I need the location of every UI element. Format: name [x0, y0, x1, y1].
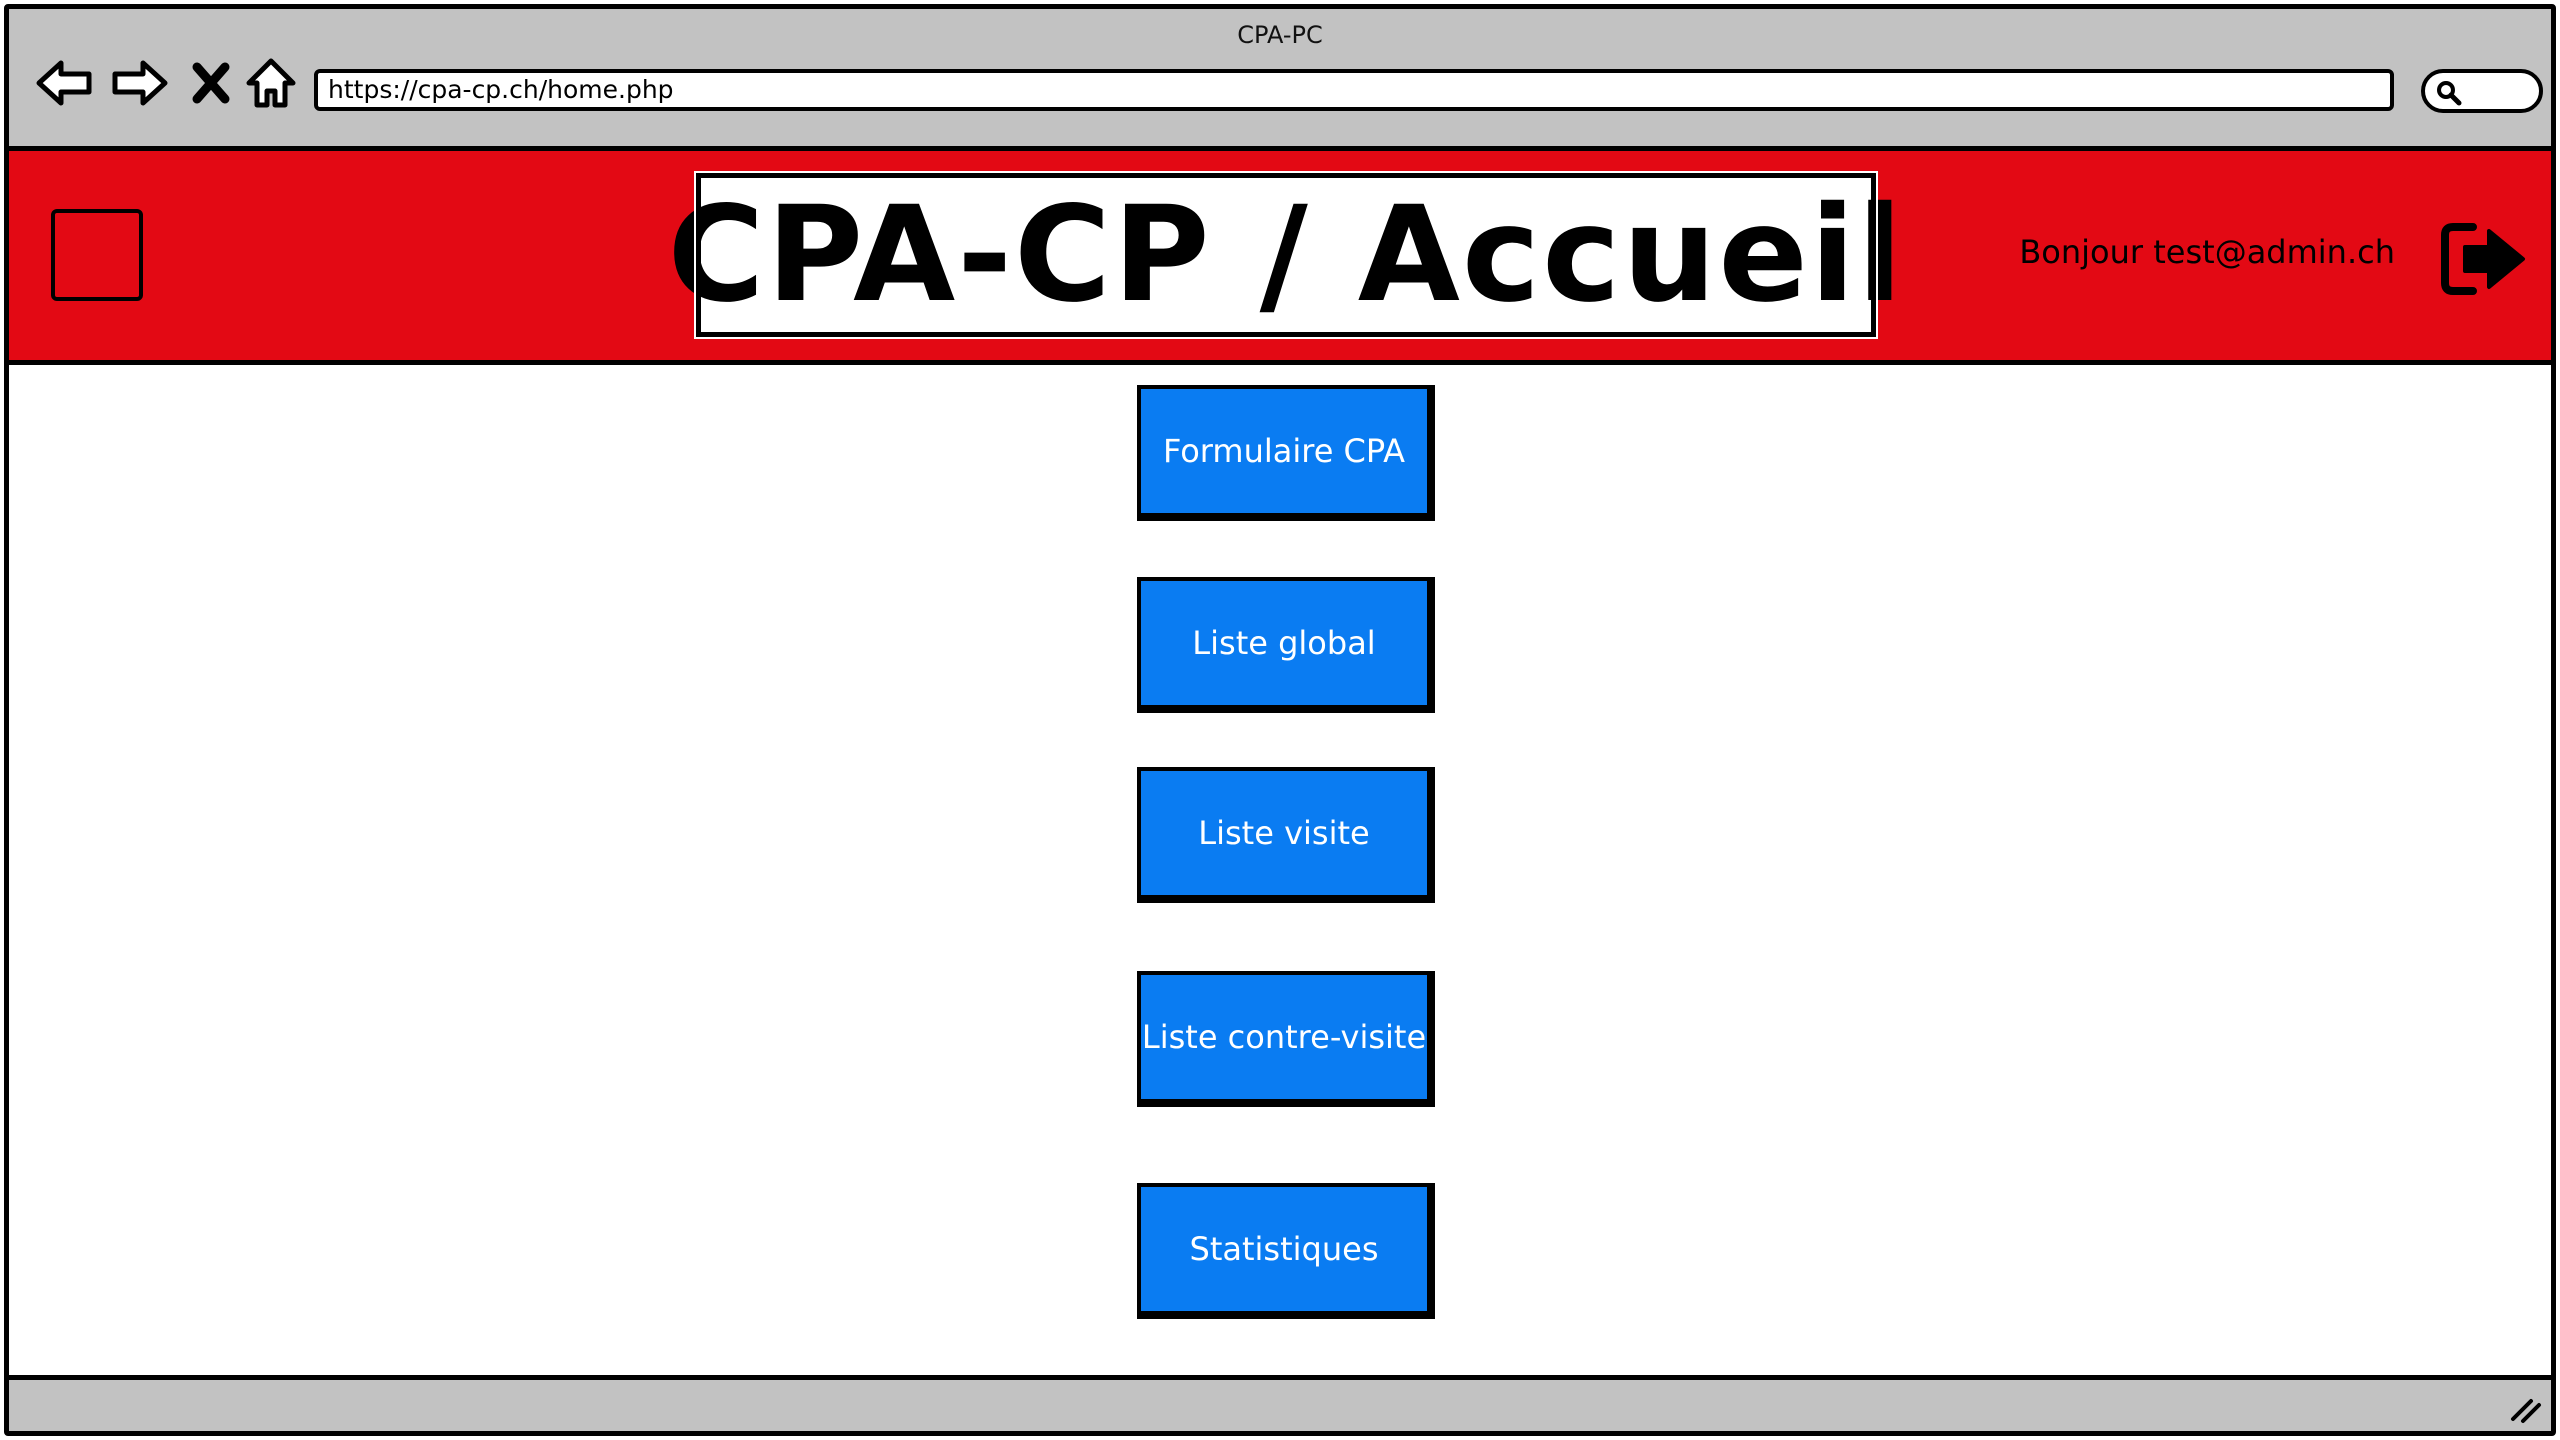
close-icon[interactable]: [181, 53, 241, 113]
url-input[interactable]: https://cpa-cp.ch/home.php: [314, 69, 2394, 111]
liste-contre-visite-button[interactable]: Liste contre-visite: [1137, 971, 1435, 1107]
user-greeting: Bonjour test@admin.ch: [2019, 233, 2395, 271]
back-arrow-icon[interactable]: [35, 53, 95, 113]
home-icon[interactable]: [241, 53, 301, 113]
window-title: CPA-PC: [1237, 21, 1323, 49]
liste-visite-button[interactable]: Liste visite: [1137, 767, 1435, 903]
forward-arrow-icon[interactable]: [109, 53, 169, 113]
resize-grip-icon[interactable]: [2507, 1389, 2543, 1425]
search-icon: [2437, 81, 2462, 106]
page-title: CPA-CP / Accueil: [667, 178, 1905, 332]
main-menu: Formulaire CPA Liste global Liste visite…: [9, 365, 2551, 1385]
app-header: CPA-CP / Accueil Bonjour test@admin.ch: [9, 151, 2551, 365]
browser-toolbar: CPA-PC https://cpa-cp.ch/home.php: [9, 9, 2551, 151]
status-bar: [9, 1375, 2551, 1431]
browser-window: CPA-PC https://cpa-cp.ch/home.php CPA-CP…: [4, 4, 2556, 1436]
logo-placeholder: [51, 209, 143, 301]
page-title-box: CPA-CP / Accueil: [668, 171, 1902, 339]
logout-icon[interactable]: [2439, 221, 2529, 297]
statistiques-button[interactable]: Statistiques: [1137, 1183, 1435, 1319]
liste-global-button[interactable]: Liste global: [1137, 577, 1435, 713]
formulaire-cpa-button[interactable]: Formulaire CPA: [1137, 385, 1435, 521]
browser-search-button[interactable]: [2421, 69, 2543, 113]
